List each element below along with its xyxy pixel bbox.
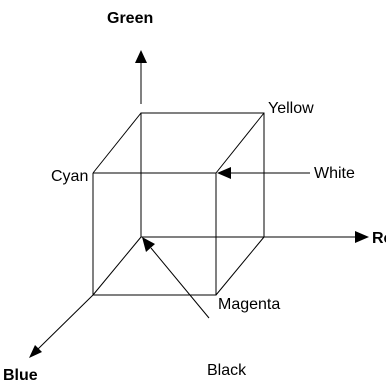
red-axis-label: Red — [372, 230, 386, 247]
cyan-label: Cyan — [51, 168, 88, 185]
yellow-label: Yellow — [268, 100, 314, 117]
blue-axis-label: Blue — [3, 367, 38, 383]
blue-axis-arrowhead — [29, 345, 42, 358]
black-pointer — [142, 237, 210, 319]
green-axis — [135, 50, 147, 104]
white-pointer — [217, 167, 310, 179]
cube-back-face — [140, 112, 265, 237]
black-pointer-line — [150, 247, 210, 319]
red-axis-arrowhead — [355, 231, 369, 243]
cube-edge-cyan — [92, 112, 142, 174]
blue-axis-line — [37, 294, 94, 350]
white-label: White — [314, 165, 355, 182]
blue-axis — [29, 294, 94, 358]
cube-edge-white — [215, 112, 265, 174]
magenta-label: Magenta — [218, 296, 280, 313]
cube-edge-magenta — [215, 236, 265, 296]
red-axis — [264, 231, 369, 243]
cube — [92, 112, 265, 296]
black-label: Black — [207, 362, 247, 379]
black-pointer-arrowhead — [142, 237, 155, 252]
green-axis-arrowhead — [135, 50, 147, 63]
cube-front-face — [92, 172, 217, 296]
cube-edge-blue — [92, 236, 142, 296]
green-axis-label: Green — [107, 10, 153, 27]
white-pointer-arrowhead — [217, 167, 231, 179]
